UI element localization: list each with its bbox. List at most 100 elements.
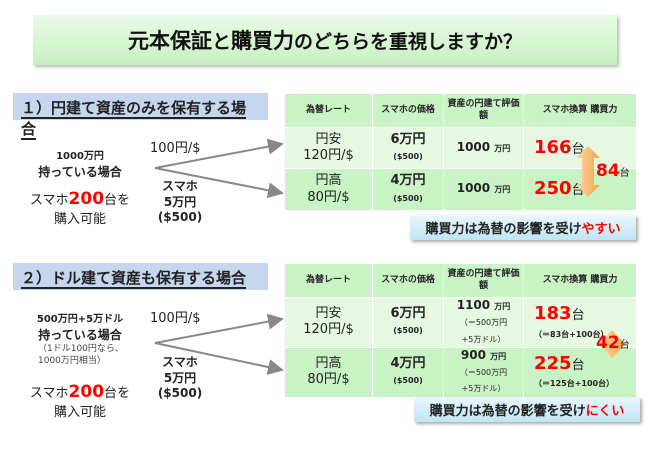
- column-header: 資産の円建て評価額: [443, 263, 524, 298]
- title-part: 購買力: [231, 29, 294, 53]
- text: 円安: [315, 306, 342, 322]
- holding-note: （1ドル100円なら、: [38, 343, 124, 354]
- holding-label: 持っている場合: [38, 164, 122, 179]
- text: スマホ: [162, 355, 198, 369]
- diamond-icon: [599, 330, 625, 358]
- text: スマホ: [162, 179, 198, 193]
- text: 台を: [104, 385, 131, 401]
- text: 円高: [315, 355, 342, 371]
- section-title: ２）ドル建て資産も保有する場合: [21, 269, 247, 289]
- arrow-to-strong-yen-2: [154, 342, 284, 375]
- asset-value: 900: [460, 347, 486, 362]
- page-title: 元本保証と購買力のどちらを重視しますか？: [33, 15, 617, 65]
- asset-value: 1100: [456, 298, 491, 312]
- column-header: スマホ換算 購買力: [523, 93, 637, 128]
- count-unit: 台: [571, 357, 585, 373]
- text: 購買力は為替の影響を受け: [429, 404, 586, 419]
- text: スマホ: [29, 385, 69, 401]
- double-arrow-icon: [576, 146, 600, 197]
- base-rate: 100円/$: [150, 311, 201, 326]
- text: ($500): [157, 210, 203, 225]
- section-title: １）円建て資産のみを保有する場合: [21, 99, 247, 140]
- difference-value: 84: [596, 161, 620, 181]
- text: 80円/$: [307, 372, 350, 388]
- asset-value: 1000: [456, 181, 491, 196]
- difference-label: 84台: [596, 161, 630, 181]
- section-header: ２）ドル建て資産も保有する場合: [13, 263, 268, 290]
- phone-count: 183: [534, 303, 572, 324]
- price: 4万円: [390, 173, 426, 189]
- text: +5万ドル）: [461, 384, 506, 394]
- arrow-to-weak-yen-2: [154, 313, 284, 344]
- holding-info: 1000万円 持っている場合 スマホ200台を 購入可能: [20, 150, 140, 228]
- text: 円高: [315, 173, 342, 189]
- text: （＝500万円: [459, 368, 508, 377]
- text: 5万円: [163, 370, 197, 385]
- text: 80円/$: [307, 189, 350, 205]
- price: 6万円: [390, 131, 426, 147]
- count-note: （＝83台+100台）: [534, 329, 609, 339]
- price-usd: ($500): [393, 326, 423, 336]
- difference-unit: 台: [619, 168, 630, 179]
- price-usd: ($500): [393, 376, 423, 386]
- arrow-to-weak-yen-1: [154, 138, 284, 169]
- text: +5万ドル）: [461, 334, 506, 344]
- phone-count: 225: [534, 352, 572, 374]
- text: 万円: [494, 143, 511, 153]
- conclusion-note: 購買力は為替の影響を受けにくい: [414, 397, 640, 422]
- difference-value: 42: [596, 333, 620, 353]
- holding-amount: 1000万円: [56, 151, 104, 162]
- holding-note: 1000万円相当）: [38, 355, 106, 366]
- price: 6万円: [390, 306, 426, 322]
- holding-info: 500万円+5万ドル 持っている場合 （1ドル100円なら、1000万円相当） …: [20, 313, 140, 421]
- text: 120円/$: [303, 322, 354, 338]
- holding-amount: 500万円+5万ドル: [36, 314, 124, 325]
- can-buy-count: 200: [68, 381, 105, 402]
- title-part: と: [211, 30, 231, 53]
- holding-label: 持っている場合: [38, 327, 122, 342]
- phone-count: 250: [534, 178, 572, 200]
- title-part: 元本保証: [127, 29, 212, 53]
- text: ($500): [157, 386, 203, 401]
- count-unit: 台: [571, 308, 585, 323]
- note-emphasis: やすい: [581, 222, 621, 237]
- text: 購入可能: [53, 211, 106, 227]
- can-buy-count: 200: [68, 188, 105, 209]
- difference-label: 42台: [596, 333, 630, 353]
- text: 120円/$: [303, 148, 354, 163]
- text: 台を: [104, 192, 131, 208]
- count-note: （＝125台+100台）: [534, 379, 615, 389]
- conclusion-note: 購買力は為替の影響を受けやすい: [410, 215, 636, 240]
- price: 4万円: [390, 355, 426, 371]
- price-usd: ($500): [393, 193, 423, 203]
- text: 購入可能: [53, 404, 106, 420]
- phone-count: 166: [534, 136, 572, 158]
- column-header: スマホの価格: [372, 263, 444, 298]
- text: 円安: [315, 131, 342, 147]
- text: 購買力は為替の影響を受け: [425, 222, 582, 237]
- column-header: スマホ換算 購買力: [523, 263, 637, 298]
- column-header: 資産の円建て評価額: [443, 93, 524, 128]
- arrow-to-strong-yen-1: [154, 167, 284, 199]
- title-part: のどちらを重視しますか？: [294, 30, 523, 53]
- text: 万円: [490, 351, 507, 361]
- asset-value: 1000: [456, 139, 491, 154]
- text: 5万円: [163, 194, 197, 209]
- note-emphasis: にくい: [585, 404, 625, 419]
- column-header: スマホの価格: [372, 93, 444, 128]
- text: 万円: [494, 302, 511, 311]
- section-header: １）円建て資産のみを保有する場合: [13, 93, 268, 140]
- text: 万円: [494, 185, 511, 195]
- base-rate: 100円/$: [150, 141, 201, 156]
- difference-unit: 台: [619, 340, 630, 351]
- text: スマホ: [29, 192, 69, 208]
